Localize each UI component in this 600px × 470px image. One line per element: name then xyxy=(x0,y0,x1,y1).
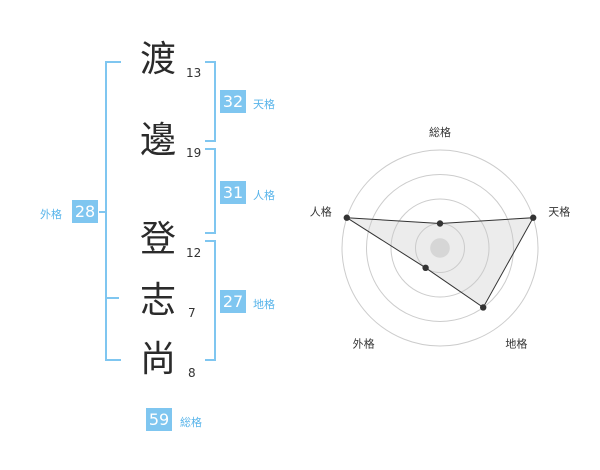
radar-axis-label-4: 外格 xyxy=(353,336,375,350)
radar-point-1 xyxy=(436,220,444,227)
tenkaku-label: 天格 xyxy=(253,98,275,111)
tenkaku-bracket xyxy=(205,61,216,142)
jinkaku-value-badge: 31 xyxy=(220,181,246,204)
soukaku-value-badge: 59 xyxy=(146,408,172,431)
radar-point-2 xyxy=(530,214,537,221)
radar-value-polygon xyxy=(346,217,535,309)
radar-point-3 xyxy=(480,304,487,311)
stroke-count-5: 8 xyxy=(188,366,196,380)
chikaku-bracket xyxy=(205,240,216,361)
kanji-2: 邊 xyxy=(140,120,177,161)
radar-center-dot xyxy=(430,238,450,258)
radar-point-4 xyxy=(422,264,429,272)
chikaku-label: 地格 xyxy=(253,298,275,311)
jinkaku-label: 人格 xyxy=(253,189,275,202)
tenkaku-value-badge: 32 xyxy=(220,90,246,113)
radar-axis-label-2: 天格 xyxy=(548,205,570,219)
kanji-3: 登 xyxy=(140,219,177,260)
gaikaku-connector xyxy=(99,211,105,213)
stroke-count-3: 12 xyxy=(186,246,202,260)
stroke-count-4: 7 xyxy=(188,306,196,320)
kanji-4: 志 xyxy=(140,280,177,321)
gaikaku-label: 外格 xyxy=(40,208,62,221)
radar-ring-2 xyxy=(390,198,490,298)
radar-ring-4 xyxy=(341,149,539,347)
soukaku-label: 総格 xyxy=(180,416,202,429)
gaikaku-bracket xyxy=(105,61,121,361)
radar-axis-label-5: 人格 xyxy=(310,205,332,219)
jinkaku-bracket xyxy=(205,148,216,234)
stroke-count-2: 19 xyxy=(186,146,202,160)
chikaku-value-badge: 27 xyxy=(220,290,246,313)
radar-ring-3 xyxy=(366,174,514,322)
kanji-1: 渡 xyxy=(140,39,177,80)
gaikaku-bracket-divider xyxy=(105,297,119,299)
radar-axis-label-3: 地格 xyxy=(505,336,527,350)
kanji-5: 尚 xyxy=(140,339,177,380)
radar-axis-label-1: 総格 xyxy=(429,125,451,139)
gaikaku-value-badge: 28 xyxy=(72,200,98,223)
stroke-count-1: 13 xyxy=(186,66,202,80)
radar-point-5 xyxy=(343,214,350,221)
